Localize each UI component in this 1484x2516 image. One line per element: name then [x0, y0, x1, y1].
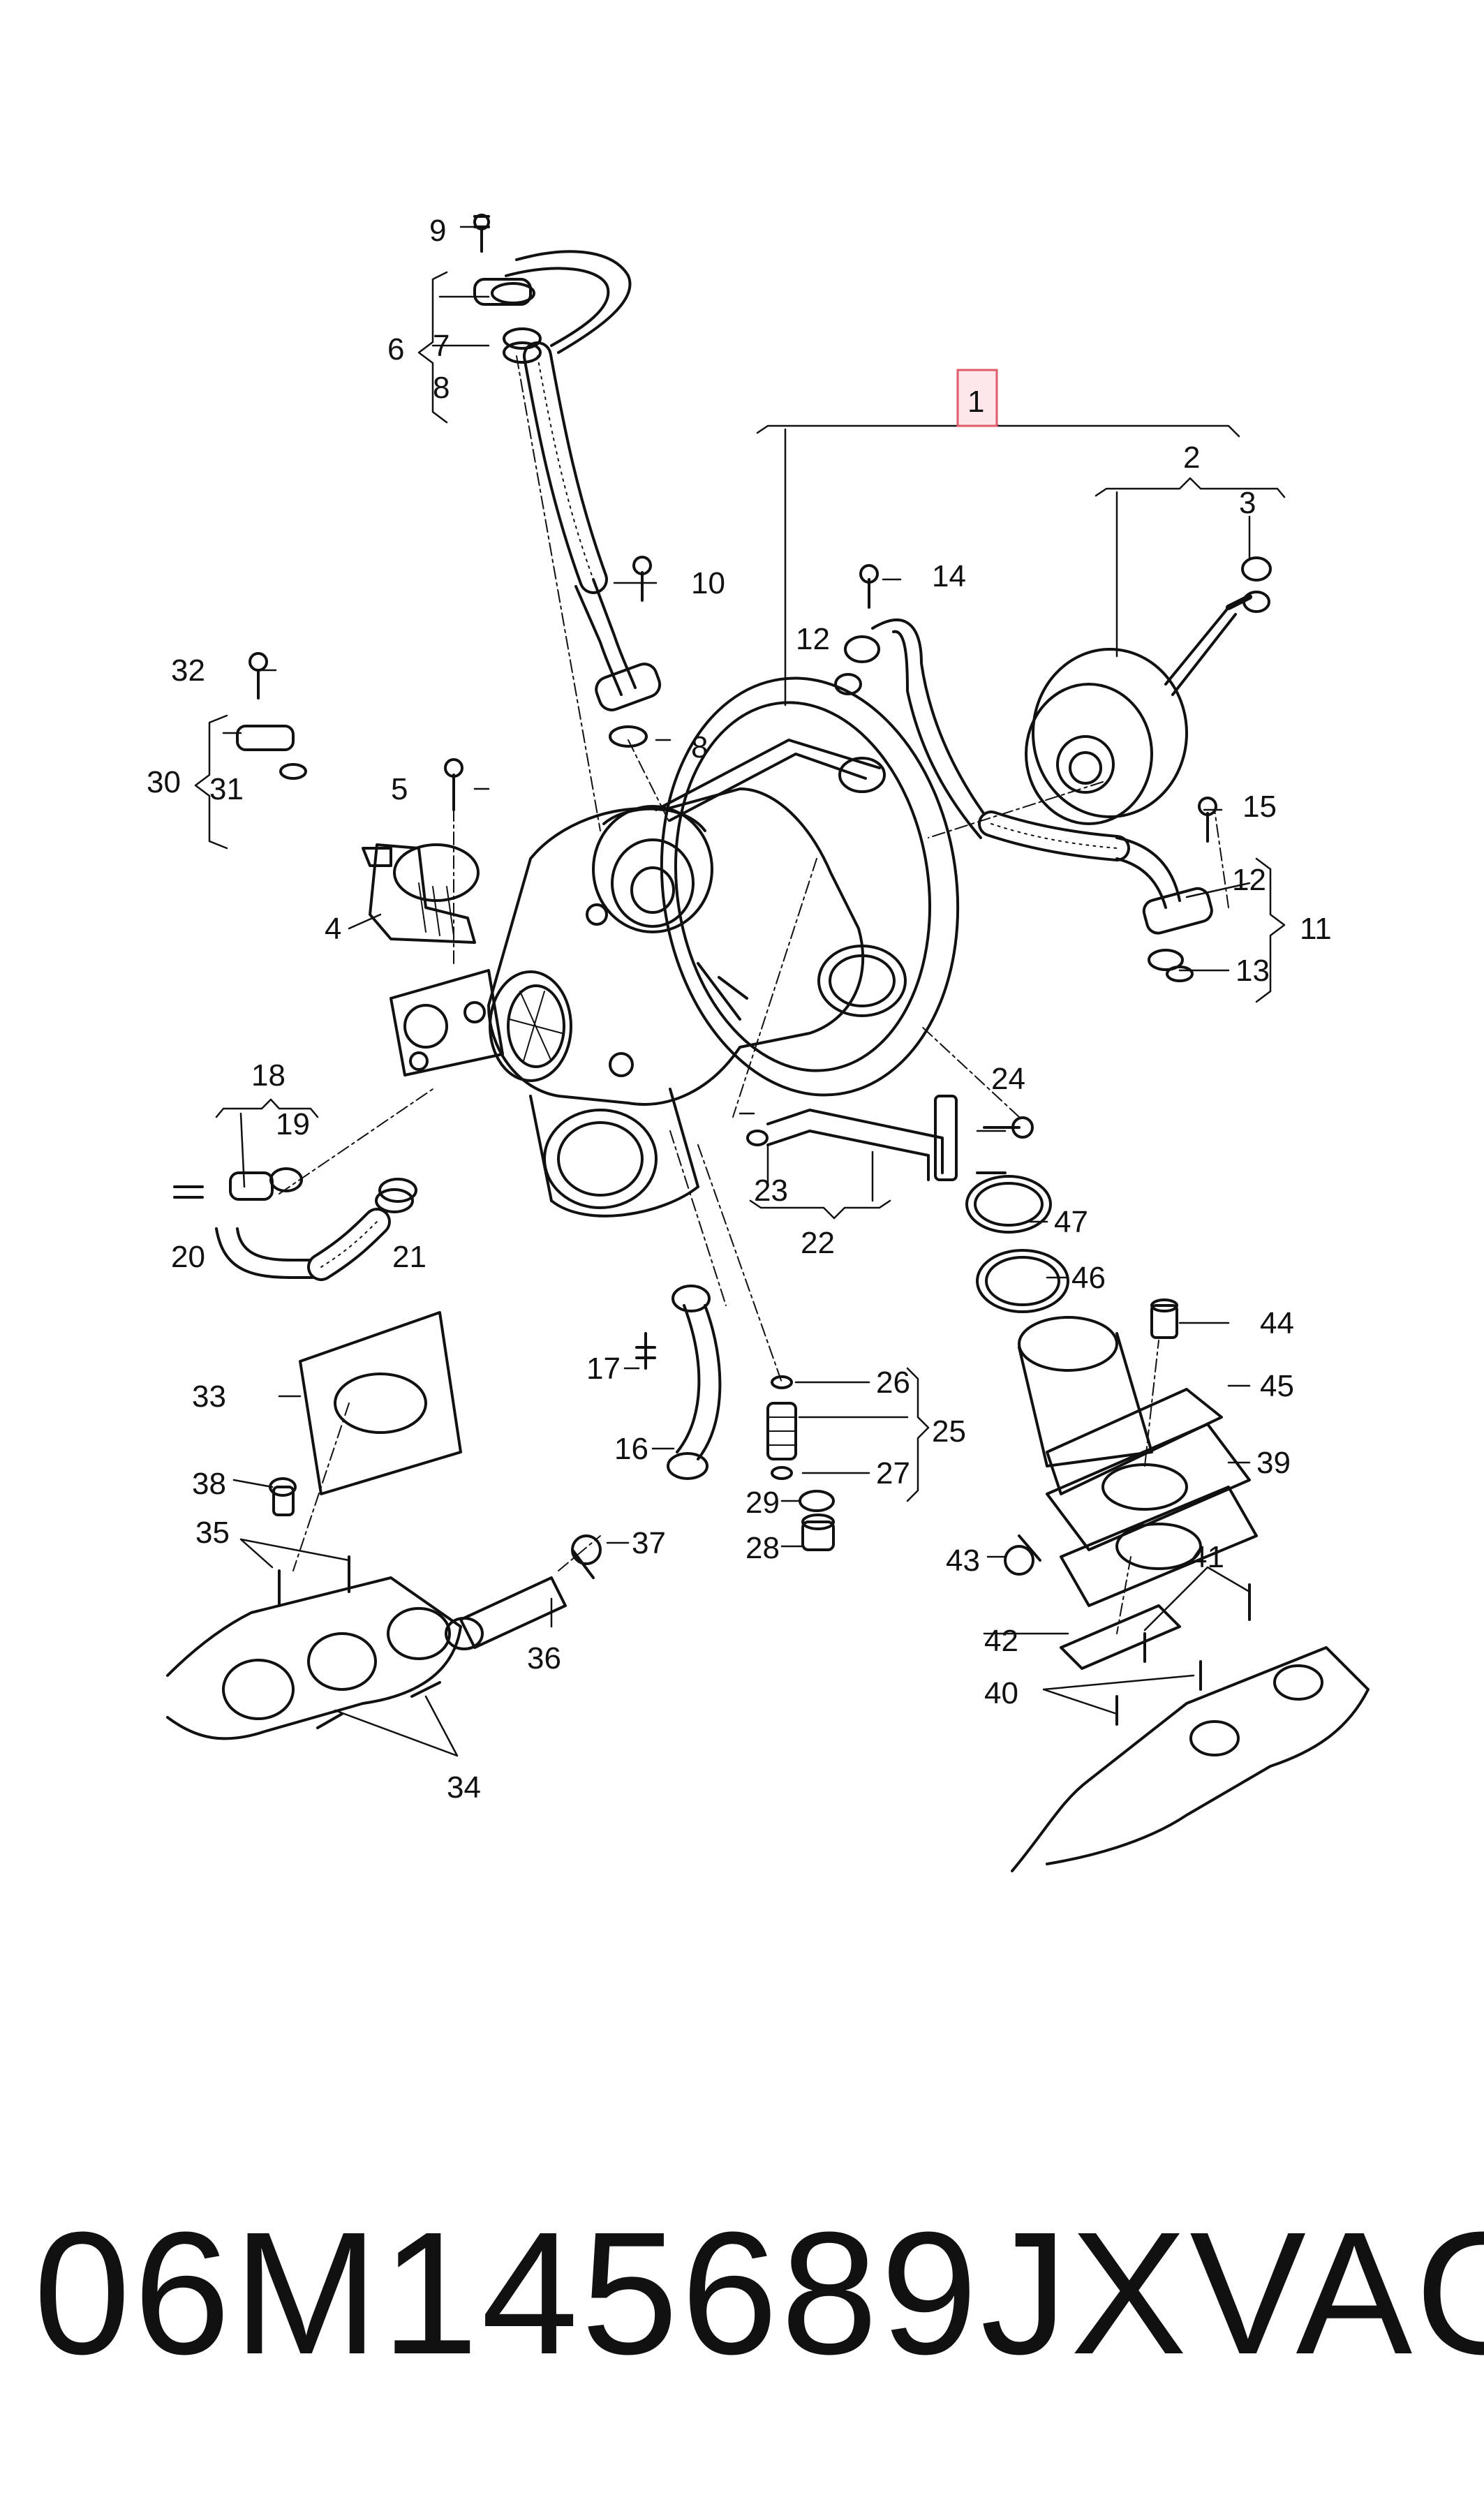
callout-37: 37	[632, 1526, 666, 1560]
callout-18: 18	[251, 1058, 285, 1093]
callout-22: 22	[801, 1226, 835, 1260]
callout-24: 24	[991, 1062, 1025, 1096]
highlight-box-1	[956, 369, 998, 427]
callout-3: 3	[1239, 486, 1256, 520]
callout-21: 21	[392, 1240, 426, 1274]
coolant-pipe-left	[173, 1167, 417, 1281]
callout-8-lower: 8	[691, 730, 708, 764]
callout-39: 39	[1256, 1446, 1291, 1480]
exhaust-manifold-right	[1004, 1534, 1370, 1872]
leader-dashlines	[279, 355, 1229, 1634]
callout-11: 11	[1300, 912, 1332, 946]
callout-36: 36	[527, 1641, 561, 1675]
callout-42: 42	[984, 1624, 1018, 1658]
callout-10: 10	[691, 566, 725, 600]
callout-34: 34	[447, 1770, 481, 1805]
callout-16: 16	[614, 1432, 648, 1466]
vacuum-pipe	[746, 1095, 1034, 1181]
callout-38: 38	[192, 1467, 226, 1501]
callout-15: 15	[1242, 790, 1277, 824]
check-valve	[766, 1375, 835, 1551]
callout-44: 44	[1260, 1306, 1294, 1340]
callout-5: 5	[391, 772, 408, 806]
callout-20: 20	[171, 1240, 205, 1274]
callout-14: 14	[932, 559, 966, 593]
callout-26: 26	[876, 1366, 910, 1400]
callout-13: 13	[1236, 954, 1270, 988]
callout-29: 29	[745, 1486, 780, 1520]
callout-19: 19	[276, 1107, 310, 1141]
callout-47: 47	[1054, 1205, 1088, 1239]
brand-name: VAG	[1189, 2196, 1484, 2390]
callout-17: 17	[586, 1352, 621, 1386]
callout-2: 2	[1183, 441, 1200, 475]
callout-25: 25	[932, 1414, 966, 1449]
callout-32: 32	[171, 653, 205, 688]
callout-12-right: 12	[1232, 863, 1266, 897]
callout-6: 6	[387, 332, 404, 367]
callout-33: 33	[192, 1379, 226, 1414]
callout-35: 35	[195, 1516, 230, 1550]
part-caption: 06M145689JX VAG	[34, 2178, 1484, 2408]
callout-46: 46	[1071, 1261, 1106, 1295]
callout-31: 31	[209, 772, 244, 806]
callout-40: 40	[984, 1676, 1018, 1710]
callout-4: 4	[325, 912, 341, 946]
wastegate-actuator	[1025, 556, 1272, 825]
lower-coolant-pipe	[635, 1285, 722, 1480]
callout-9: 9	[429, 214, 446, 248]
pressure-actuator	[362, 843, 480, 944]
turbocharger-exploded-diagram: 1 2 3 4 5 6 7 8 8 9 10 11 12 12 13 14 15…	[147, 214, 1370, 1872]
fastener-set	[236, 214, 1217, 982]
oil-return-pipe	[834, 619, 1213, 971]
callout-27: 27	[876, 1456, 910, 1490]
callout-7: 7	[433, 329, 450, 363]
callout-43: 43	[946, 1544, 980, 1578]
callout-30: 30	[147, 765, 181, 799]
oil-supply-pipe	[473, 250, 662, 748]
callout-8-upper: 8	[433, 371, 450, 405]
part-number: 06M145689JX	[34, 2196, 1190, 2390]
turbocharger-body	[389, 676, 960, 1218]
downpipe-assembly	[965, 1175, 1258, 1607]
callout-28: 28	[745, 1531, 780, 1565]
callout-45: 45	[1260, 1369, 1294, 1403]
callout-leaders	[194, 225, 1286, 1757]
callout-12-upper: 12	[796, 622, 830, 656]
callout-41: 41	[1190, 1540, 1224, 1574]
callout-1: 1	[967, 385, 984, 419]
callout-23: 23	[754, 1174, 788, 1208]
exhaust-manifold-left	[166, 1311, 602, 1740]
